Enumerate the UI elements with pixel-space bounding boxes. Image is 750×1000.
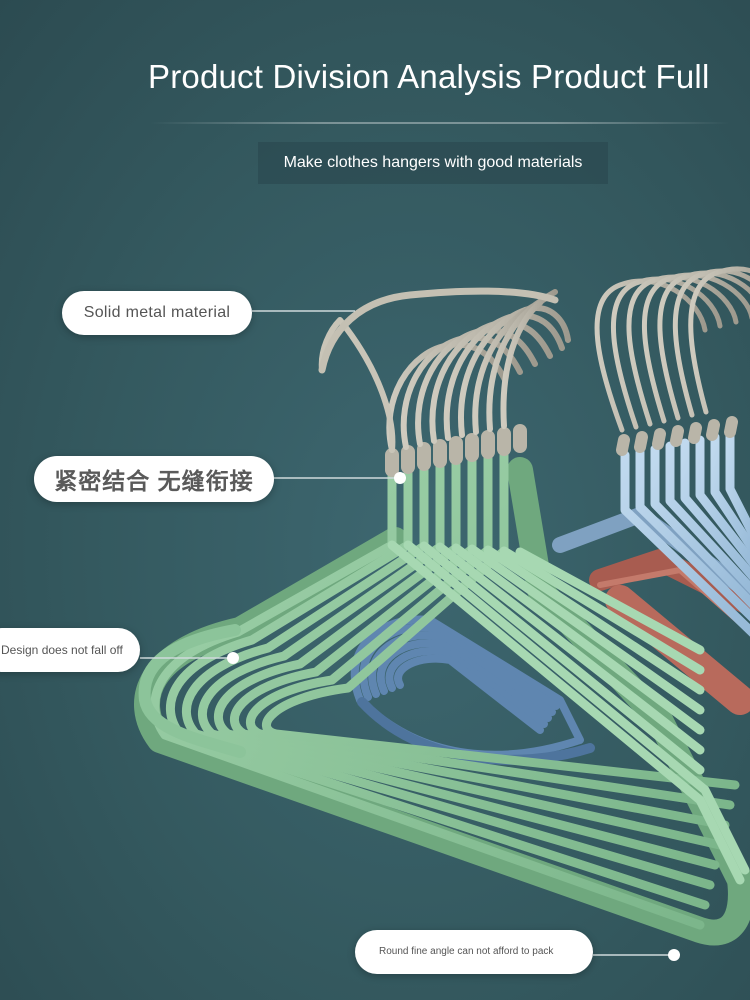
callout-design: Design does not fall off [0, 628, 140, 672]
callout-metal-material: Solid metal material [62, 291, 252, 335]
callout-tight-joint: 紧密结合 无缝衔接 [34, 456, 274, 502]
page-title: Product Division Analysis Product Full [148, 58, 710, 95]
title-divider [150, 122, 730, 124]
subtitle-text: Make clothes hangers with good materials [283, 154, 583, 171]
callout-dot [227, 652, 239, 664]
callout-tight-label: 紧密结合 无缝衔接 [54, 468, 254, 494]
callout-round-label: Round fine angle can not afford to pack [379, 946, 554, 957]
subtitle-banner: Make clothes hangers with good materials [258, 142, 608, 184]
light-blue-hanger-group [552, 266, 750, 637]
callout-dot [668, 949, 680, 961]
callout-metal-label: Solid metal material [83, 304, 231, 321]
green-hanger-group [134, 287, 750, 946]
callout-design-label: Design does not fall off [1, 642, 123, 657]
callout-round-angle: Round fine angle can not afford to pack [355, 930, 593, 974]
callout-dot [394, 472, 406, 484]
